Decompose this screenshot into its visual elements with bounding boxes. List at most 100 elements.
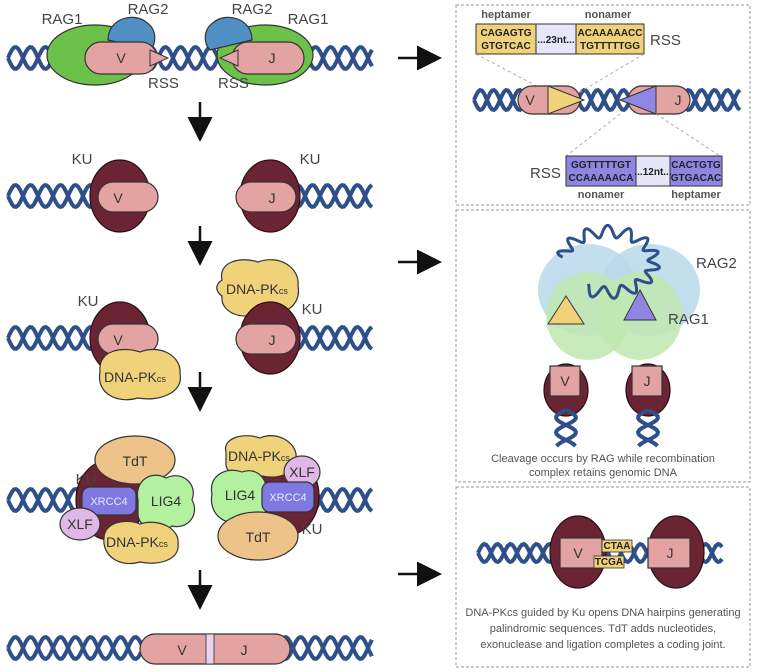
rag2-label-right: RAG2 — [232, 1, 273, 18]
v-label-p1: V — [525, 92, 535, 108]
step2-ku-binding: V KU J KU — [72, 151, 321, 233]
dnapk-label-left-4: DNA-PKcs — [106, 534, 168, 550]
tdt-left — [94, 435, 176, 485]
xlf-label-left: XLF — [67, 516, 93, 532]
rss-left — [149, 49, 170, 67]
bottom-nonamer-seq-2: CCAAAAACA — [569, 173, 634, 184]
rss-label-top: RSS — [650, 32, 681, 49]
heptamer-label-top: heptamer — [481, 9, 531, 21]
panel3-frame — [455, 486, 751, 668]
zoom-line-2 — [579, 53, 645, 93]
heptamer-label-bottom: heptamer — [671, 189, 721, 201]
heptamer-box-top — [475, 23, 537, 55]
top-nonamer-seq-2: TGTTTTTGG — [580, 41, 640, 52]
top-spacer-label: ...23nt... — [537, 35, 574, 46]
panel2-frame — [455, 209, 751, 483]
j-segment-cleave — [631, 365, 663, 397]
bottom-nonamer-seq-1: GGTTTTTGT — [571, 160, 631, 171]
top-heptamer-seq-1: CAGAGTG — [480, 28, 531, 39]
dnapk-left-4 — [103, 520, 179, 565]
heptamer-box-bottom — [669, 155, 723, 187]
nonamer-label-bottom: nonamer — [578, 189, 625, 201]
panel-hairpin-opening: V J CTAA TCGA DNA-PKcs guided by Ku open… — [455, 486, 751, 668]
ku-label-left-4: KU — [76, 471, 97, 488]
zoom-line-4 — [655, 113, 721, 157]
j-segment-2 — [235, 181, 297, 213]
overhang-ctaa — [601, 539, 633, 553]
j-label-3: J — [269, 332, 276, 348]
rss-triangle-cleave-left — [547, 295, 585, 325]
zoom-line-3 — [565, 113, 621, 157]
j-label-5: J — [241, 642, 248, 658]
tdt-label-left: TdT — [123, 453, 148, 469]
v-label-2: V — [113, 190, 123, 206]
xrcc4-label-right: XRCC4 — [269, 492, 306, 504]
ku-label-right-3: KU — [302, 301, 323, 318]
rss-triangle-cleave-right — [623, 288, 657, 321]
rag1-label-right: RAG1 — [288, 11, 329, 28]
panel3-caption-line2: palindromic sequences. TdT adds nucleoti… — [490, 623, 716, 635]
dna-hairpin-coil — [556, 223, 661, 300]
v-segment-2 — [97, 181, 159, 213]
nonamer-label-top: nonamer — [585, 9, 632, 21]
panel3-caption-line1: DNA-PKcs guided by Ku opens DNA hairpins… — [465, 607, 740, 619]
j-segment-p3 — [647, 537, 691, 569]
rss-triangle-23 — [618, 85, 657, 115]
bottom-heptamer-seq-1: CACTGTG — [671, 160, 721, 171]
j-label-p1: J — [675, 92, 682, 108]
xrcc4-label-left: XRCC4 — [90, 496, 127, 508]
rss-label-bottom: RSS — [530, 165, 561, 182]
ku-label-left-3: KU — [78, 293, 99, 310]
panel-cleavage: RAG2 RAG1 V J Cleavage occurs by RAG whi… — [455, 209, 751, 483]
rag2-label-left: RAG2 — [128, 1, 169, 18]
j-label-1: J — [269, 50, 276, 66]
xlf-left — [59, 507, 101, 541]
v-label-cleave: V — [560, 373, 570, 389]
dna-panel1 — [472, 87, 742, 113]
tdt-label-right: TdT — [246, 529, 271, 545]
step3-dnapk-recruitment: V DNA-PKcs KU DNA-PKcs J KU — [78, 259, 323, 401]
dna-panel2-right-strand — [635, 408, 661, 448]
tdt-right — [217, 511, 299, 561]
rag1-label-left: RAG1 — [42, 11, 83, 28]
vj-segment — [139, 633, 291, 665]
dnapk-left — [98, 348, 181, 401]
rag1-label-panel: RAG1 — [668, 311, 709, 328]
step4-nhej-complex: TdT LIG4 XRCC4 XLF DNA-PKcs KU DNA-PKcs … — [59, 435, 323, 565]
bottom-spacer-label: ...12nt... — [634, 167, 671, 178]
dnapk-label-right-4: DNA-PKcs — [228, 448, 290, 464]
tcga-label: TCGA — [595, 557, 623, 568]
dna-panel2-left-strand — [553, 408, 579, 448]
step1-rag-binding: V RAG1 RAG2 RSS J RAG2 RAG1 RSS — [42, 1, 329, 92]
v-label-3: V — [113, 332, 123, 348]
ku-label-right-4: KU — [302, 521, 323, 538]
overhang-tcga — [593, 555, 625, 569]
v-segment-cleave — [549, 365, 581, 397]
lig4-label-right: LIG4 — [225, 487, 256, 503]
xrcc4-left — [81, 486, 137, 516]
j-label-cleave: J — [644, 373, 651, 389]
v-label-p3: V — [573, 545, 583, 561]
ku-label-right-2: KU — [300, 151, 321, 168]
j-label-p3: J — [667, 545, 674, 561]
top-nonamer-seq-1: ACAAAAACC — [578, 28, 643, 39]
panel1-frame — [455, 4, 751, 206]
panel3-caption-line3: exonuclease and ligation completes a cod… — [480, 639, 725, 651]
rag2-label-panel: RAG2 — [696, 255, 737, 272]
vj-junction — [205, 633, 215, 665]
j-label-2: J — [269, 190, 276, 206]
flow-arrows — [187, 45, 442, 610]
bottom-heptamer-seq-2: GTGACAC — [671, 173, 722, 184]
spacer-box-top — [535, 23, 577, 55]
j-segment-3 — [235, 323, 297, 355]
xrcc4-right — [261, 481, 315, 513]
ctaa-label: CTAA — [603, 541, 630, 552]
panel2-caption-line1: Cleavage occurs by RAG while recombinati… — [491, 453, 715, 465]
v-label-5: V — [177, 642, 187, 658]
dnapk-label-left: DNA-PKcs — [104, 369, 166, 385]
nonamer-box-bottom — [565, 155, 637, 187]
top-heptamer-seq-2: GTGTCAC — [481, 41, 530, 52]
dnapk-label-right: DNA-PKcs — [226, 281, 288, 297]
ku-label-left-2: KU — [72, 151, 93, 168]
